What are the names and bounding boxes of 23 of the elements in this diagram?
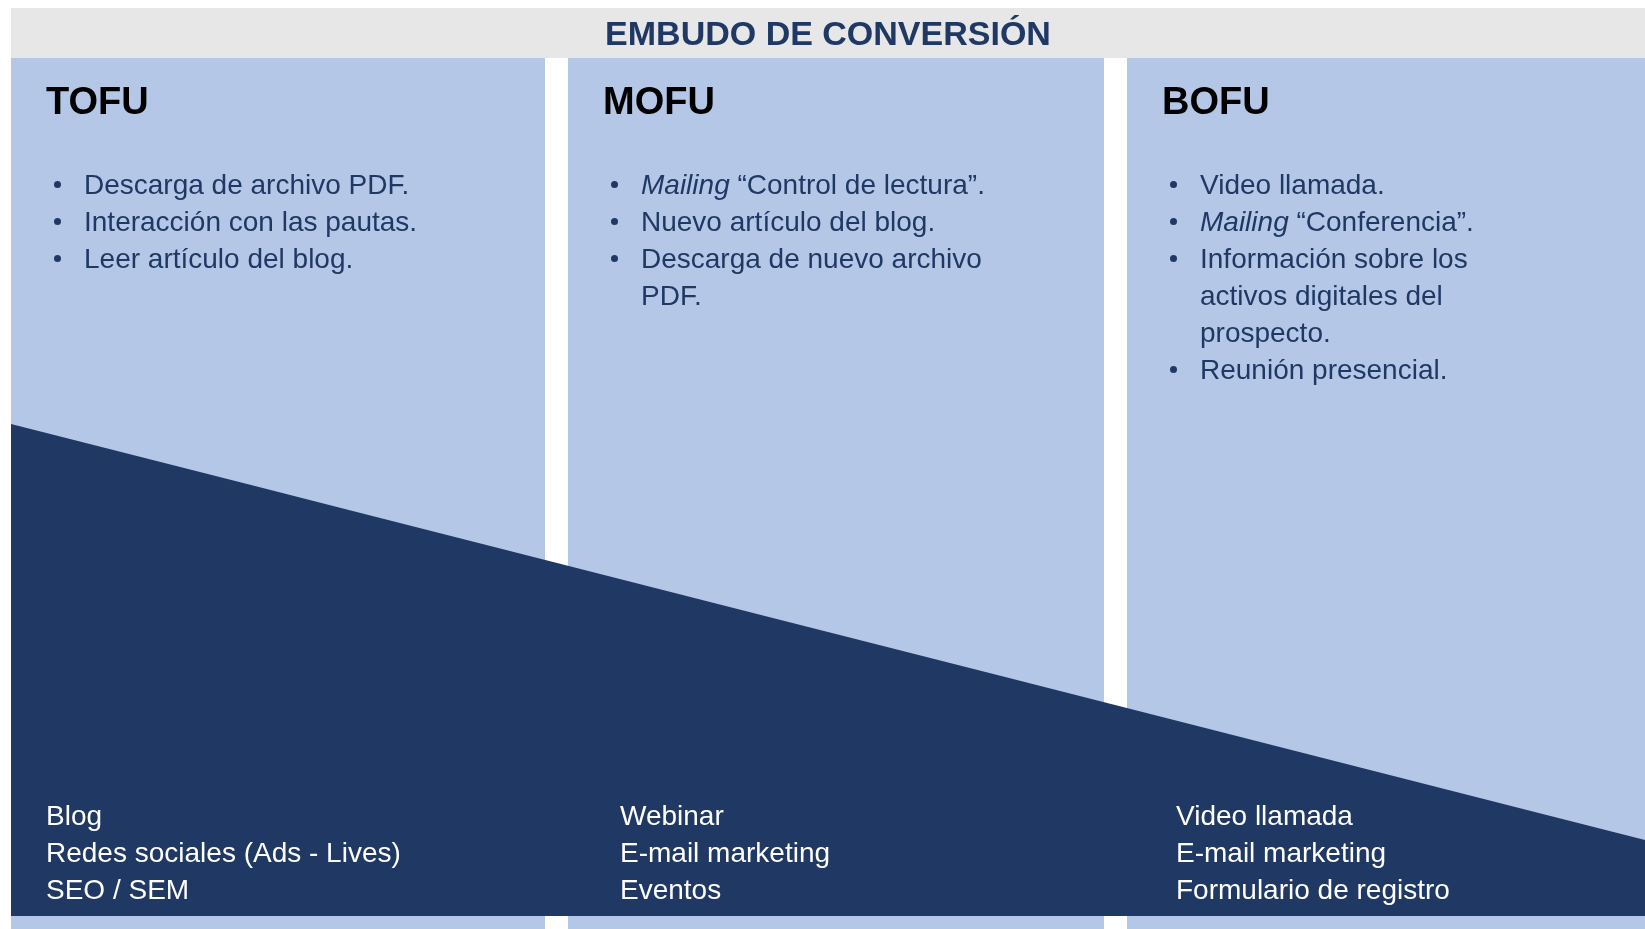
bullet-text: Leer artículo del blog. — [84, 243, 354, 274]
bullet-text: Descarga de nuevo archivo PDF. — [641, 243, 982, 311]
channel-label: Blog — [46, 799, 103, 833]
channel-label: E-mail marketing — [620, 836, 831, 870]
bullet-text: Interacción con las pautas. — [84, 206, 418, 237]
channel-label: E-mail marketing — [1176, 836, 1387, 870]
channel-label: Redes sociales (Ads - Lives) — [46, 836, 401, 870]
stage-heading: MOFU — [603, 80, 715, 123]
bullet-text: Mailing “Conferencia”. — [1200, 206, 1474, 237]
channel-label: Formulario de registro — [1176, 873, 1450, 907]
stage-heading: BOFU — [1162, 80, 1270, 123]
bullet-text: Descarga de archivo PDF. — [84, 169, 410, 200]
channel-label: Video llamada — [1176, 799, 1353, 833]
bullet-text: Video llamada. — [1200, 169, 1385, 200]
bullet-text: Mailing “Control de lectura”. — [641, 169, 985, 200]
title-banner: EMBUDO DE CONVERSIÓN — [11, 8, 1645, 58]
bullet-text: Reunión presencial. — [1200, 354, 1448, 385]
bullet-text: Nuevo artículo del blog. — [641, 206, 936, 237]
stage-heading: TOFU — [46, 80, 149, 123]
channel-label: Eventos — [620, 873, 722, 907]
channel-label: SEO / SEM — [46, 873, 190, 907]
channel-label: Webinar — [620, 799, 724, 833]
bullet-text: Información sobre los activos digitales del prospecto. — [1200, 243, 1468, 348]
